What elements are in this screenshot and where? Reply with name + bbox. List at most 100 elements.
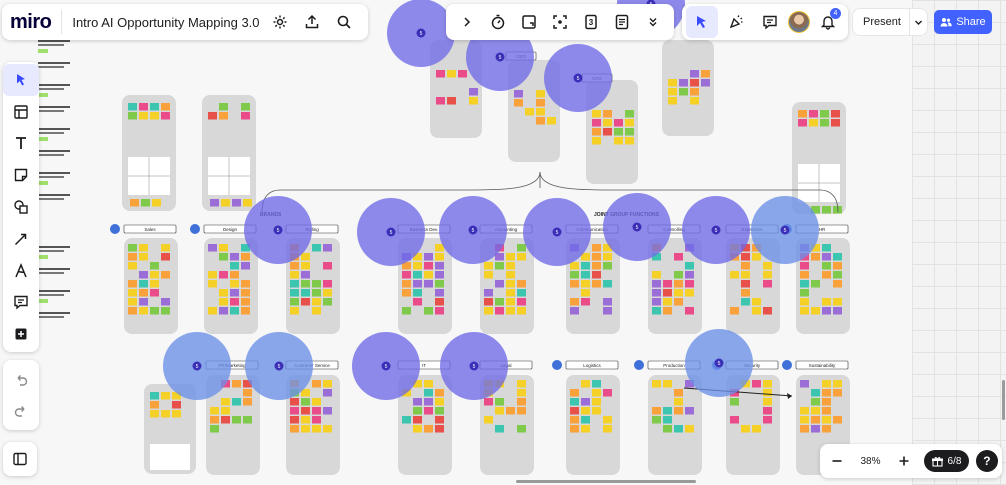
sticky-note[interactable]	[800, 307, 809, 315]
sticky-note[interactable]	[763, 416, 772, 424]
sticky-note[interactable]	[581, 425, 590, 433]
sticky-note[interactable]	[290, 298, 299, 306]
sticky-note[interactable]	[290, 280, 299, 288]
sticky-note[interactable]	[435, 244, 444, 252]
sticky-note[interactable]	[652, 407, 661, 415]
sticky-note[interactable]	[139, 112, 148, 120]
sticky-note[interactable]	[663, 425, 672, 433]
share-button[interactable]: Share	[934, 10, 992, 34]
sticky-note[interactable]	[581, 289, 590, 297]
sticky-note[interactable]	[652, 307, 661, 315]
sticky-note[interactable]	[301, 289, 310, 297]
sticky-note[interactable]	[301, 407, 310, 415]
sticky-note[interactable]	[312, 380, 321, 388]
sticky-note[interactable]	[323, 289, 332, 297]
sticky-note[interactable]	[413, 425, 422, 433]
sticky-note[interactable]	[436, 97, 445, 105]
sticky-note[interactable]	[800, 289, 809, 297]
sticky-note[interactable]	[811, 206, 820, 214]
sticky-note[interactable]	[831, 119, 840, 127]
sticky-note[interactable]	[652, 416, 661, 424]
sticky-note[interactable]	[603, 425, 612, 433]
sticky-note[interactable]	[323, 280, 332, 288]
sticky-note[interactable]	[290, 407, 299, 415]
sticky-note[interactable]	[811, 244, 820, 252]
sticky-note[interactable]	[208, 307, 217, 315]
sticky-note[interactable]	[172, 392, 181, 400]
sticky-note[interactable]	[570, 416, 579, 424]
sticky-note[interactable]	[741, 280, 750, 288]
sticky-note[interactable]	[547, 117, 556, 125]
sticky-note[interactable]	[139, 103, 148, 111]
sticky-note[interactable]	[525, 108, 534, 116]
sticky-note[interactable]	[517, 398, 526, 406]
sticky-note[interactable]	[312, 416, 321, 424]
sticky-note[interactable]	[822, 206, 831, 214]
sticky-note[interactable]	[809, 110, 818, 118]
sticky-note[interactable]	[243, 398, 252, 406]
sticky-note[interactable]	[730, 398, 739, 406]
undo-icon[interactable]	[3, 364, 39, 395]
sticky-note[interactable]	[150, 307, 159, 315]
sticky-note[interactable]	[581, 253, 590, 261]
sticky-note[interactable]	[241, 280, 250, 288]
sticky-note[interactable]	[668, 79, 677, 87]
sticky-note[interactable]	[517, 307, 526, 315]
sticky-note[interactable]	[495, 407, 504, 415]
sticky-note[interactable]	[230, 280, 239, 288]
double-chevron-down-icon[interactable]	[637, 6, 668, 38]
sticky-note[interactable]	[685, 271, 694, 279]
sticky-note[interactable]	[219, 271, 228, 279]
search-icon[interactable]	[328, 6, 360, 38]
sticky-note[interactable]	[230, 307, 239, 315]
sticky-note[interactable]	[402, 416, 411, 424]
sticky-note[interactable]	[674, 398, 683, 406]
sticky-note[interactable]	[243, 416, 252, 424]
sticky-note[interactable]	[506, 280, 515, 288]
templates-icon[interactable]	[3, 96, 39, 128]
reactions-icon[interactable]	[720, 6, 752, 38]
sticky-note[interactable]	[210, 199, 219, 207]
sticky-note[interactable]	[424, 253, 433, 261]
sticky-note[interactable]	[312, 298, 321, 306]
sticky-note[interactable]	[161, 271, 170, 279]
sticky-note[interactable]	[763, 380, 772, 388]
sticky-note[interactable]	[506, 407, 515, 415]
sticky-note[interactable]	[402, 262, 411, 270]
sticky-note[interactable]	[172, 410, 181, 418]
sticky-note[interactable]	[800, 262, 809, 270]
sticky-note[interactable]	[833, 416, 842, 424]
sticky-note[interactable]	[809, 119, 818, 127]
sticky-note[interactable]	[570, 389, 579, 397]
sticky-note[interactable]	[517, 244, 526, 252]
pen-tool-icon[interactable]	[3, 255, 39, 287]
sticky-note[interactable]	[424, 380, 433, 388]
sticky-note[interactable]	[128, 112, 137, 120]
present-options-chevron-down-icon[interactable]	[910, 8, 927, 36]
sticky-note[interactable]	[603, 298, 612, 306]
sticky-note[interactable]	[570, 398, 579, 406]
sticky-note[interactable]	[435, 416, 444, 424]
sticky-note[interactable]	[603, 244, 612, 252]
sticky-note[interactable]	[570, 298, 579, 306]
sticky-add-icon[interactable]	[514, 6, 545, 38]
sticky-note[interactable]	[763, 262, 772, 270]
redo-icon[interactable]	[3, 395, 39, 426]
sticky-note[interactable]	[435, 262, 444, 270]
sticky-note[interactable]	[323, 407, 332, 415]
sticky-note[interactable]	[603, 262, 612, 270]
sticky-note[interactable]	[833, 307, 842, 315]
sticky-note[interactable]	[150, 392, 159, 400]
sticky-note[interactable]	[495, 262, 504, 270]
sticky-note[interactable]	[570, 262, 579, 270]
sticky-note[interactable]	[822, 389, 831, 397]
sticky-note[interactable]	[221, 199, 230, 207]
sticky-note[interactable]	[139, 298, 148, 306]
sticky-note[interactable]	[752, 298, 761, 306]
sticky-note[interactable]	[139, 307, 148, 315]
sticky-note[interactable]	[172, 401, 181, 409]
notes-list-icon[interactable]	[606, 6, 637, 38]
section-label[interactable]	[795, 360, 849, 370]
sticky-note[interactable]	[301, 262, 310, 270]
sticky-note[interactable]	[592, 262, 601, 270]
